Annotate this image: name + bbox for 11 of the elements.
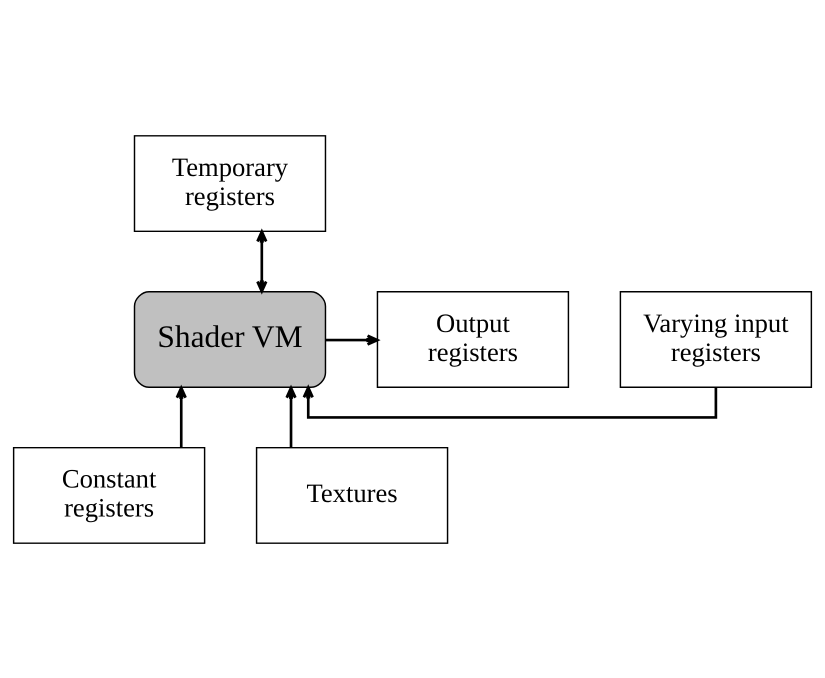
arrow <box>302 386 718 418</box>
arrow <box>176 386 187 448</box>
node-box: Output registers <box>376 290 570 388</box>
arrow <box>326 334 379 346</box>
node-box: Shader VM <box>134 290 326 388</box>
arrow <box>285 386 297 448</box>
node-box: Varying input registers <box>620 290 812 388</box>
arrow <box>256 230 268 292</box>
node-box: Textures <box>256 446 448 544</box>
node-box: Constant registers <box>12 446 206 544</box>
node-box: Temporary registers <box>134 134 326 232</box>
